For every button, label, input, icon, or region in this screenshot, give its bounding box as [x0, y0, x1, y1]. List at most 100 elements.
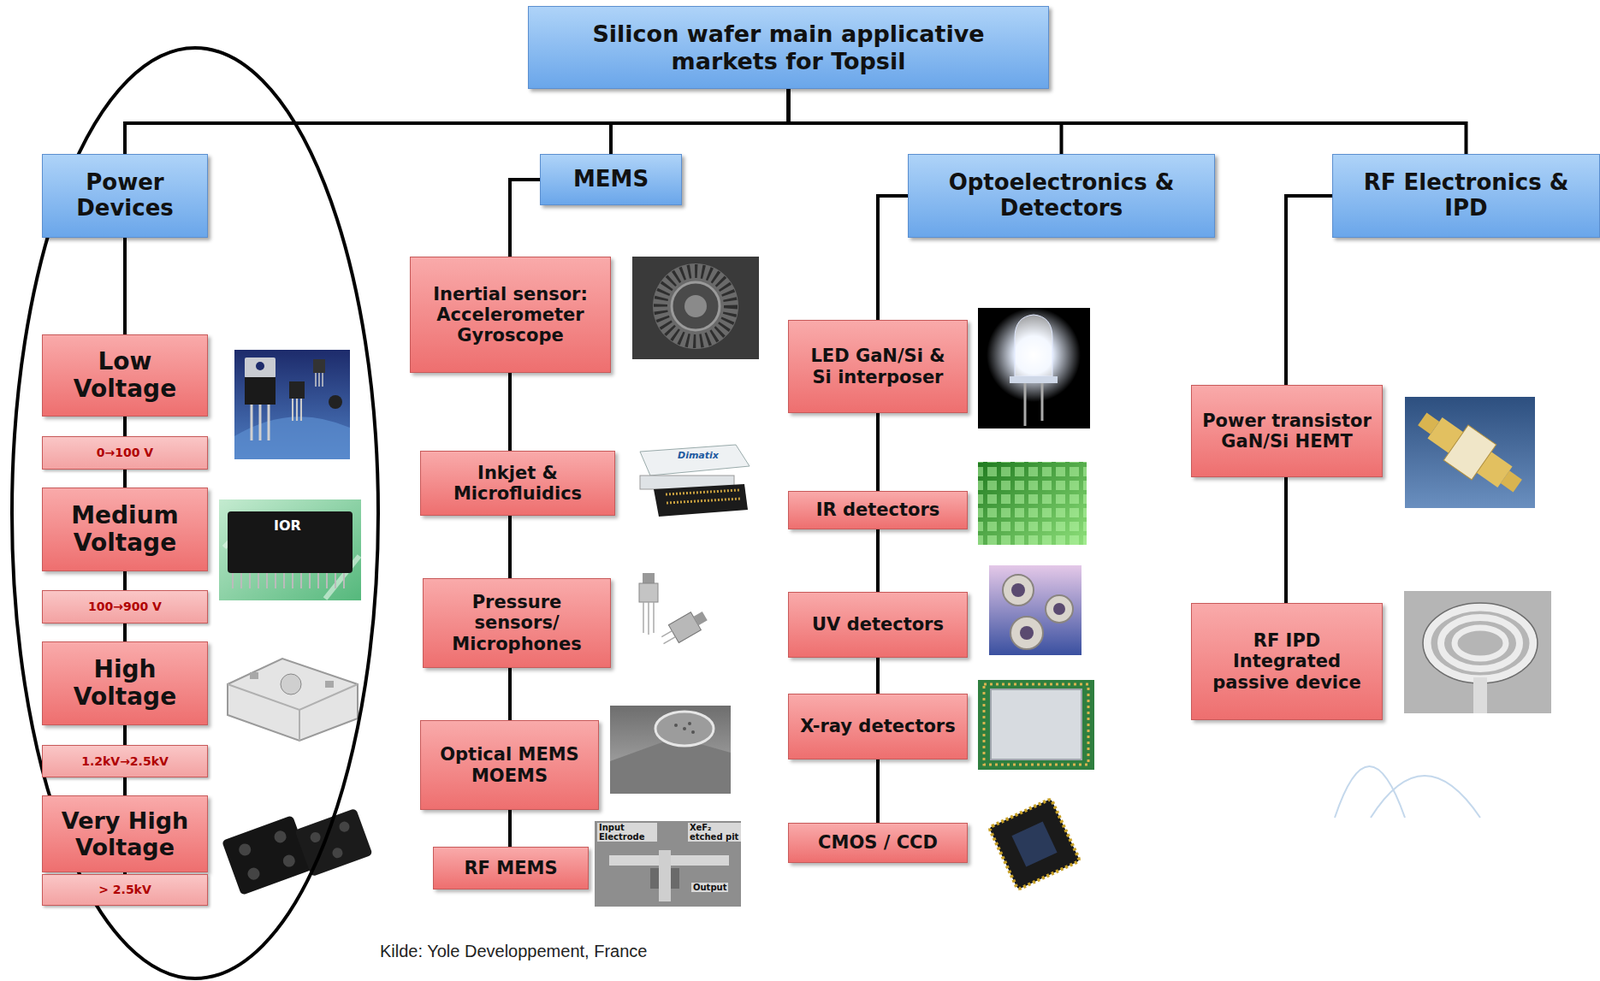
photo-label: Dimatix	[675, 450, 721, 462]
inertial-sensor-photo	[684, 295, 707, 318]
high-voltage-photo	[249, 672, 259, 680]
pressure-sensor-photo	[693, 611, 707, 626]
connector-line	[508, 810, 512, 848]
box-text: Inertial sensor: Accelerometer Gyroscope	[420, 284, 600, 346]
application-box: Inkjet & Microfluidics	[420, 450, 616, 516]
decorative-arcs	[1334, 766, 1405, 818]
high-voltage-photo	[227, 658, 358, 741]
uv-detector-photo	[1019, 626, 1034, 640]
high-voltage-photo	[325, 681, 334, 688]
box-text: IR detectors	[799, 499, 957, 521]
optical-mems-photo	[691, 730, 695, 735]
box-text: Power transistor GaN/Si HEMT	[1202, 410, 1372, 452]
box-text: MEMS	[552, 166, 670, 193]
source-caption: Kilde: Yole Developpement, France	[379, 942, 647, 962]
box-text: LED GaN/Si & Si interposer	[799, 345, 957, 387]
medium-voltage-photo	[232, 573, 344, 589]
very-high-voltage-photo	[221, 808, 374, 896]
low-voltage-photo	[244, 357, 276, 379]
pressure-sensor-photo	[639, 583, 658, 603]
optical-mems-photo	[682, 727, 687, 731]
application-box: LED GaN/Si & Si interposer	[788, 320, 968, 414]
integrated-passive-device-photo	[1404, 591, 1552, 714]
application-box: High Voltage	[41, 641, 208, 726]
application-box: Very High Voltage	[41, 795, 208, 873]
low-voltage-photo	[244, 377, 276, 405]
connector-line	[508, 515, 512, 579]
connector-line	[123, 469, 127, 488]
very-high-voltage-photo	[221, 815, 313, 896]
rf-mems-photo	[594, 821, 741, 907]
very-high-voltage-photo	[272, 829, 289, 845]
low-voltage-photo	[315, 373, 323, 387]
connector-line	[123, 725, 127, 746]
integrated-passive-device-photo	[1473, 677, 1488, 714]
rf-power-transistor-photo	[1417, 413, 1440, 435]
rf-mems-photo	[594, 821, 741, 907]
x-ray-detector-photo	[977, 680, 1095, 771]
box-text: Optoelectronics & Detectors	[920, 170, 1203, 222]
decorative-arcs	[1334, 766, 1481, 818]
rf-power-transistor-photo	[1427, 417, 1512, 488]
box-text: Low Voltage	[53, 348, 197, 403]
rf-power-transistor-photo	[1404, 397, 1535, 509]
application-box: RF MEMS	[432, 847, 589, 890]
voltage-range-box: 0→100 V	[41, 436, 208, 470]
low-voltage-photo	[292, 398, 302, 421]
low-voltage-photo	[234, 349, 350, 460]
inertial-sensor-photo	[671, 282, 720, 331]
box-text: Very High Voltage	[53, 807, 197, 861]
connector-line	[877, 195, 908, 320]
application-box: Power transistor GaN/Si HEMT	[1191, 385, 1383, 478]
led-photo	[1025, 383, 1043, 427]
box-text: RF IPD Integrated passive device	[1202, 630, 1372, 693]
connector-line	[508, 668, 512, 721]
application-box: RF IPD Integrated passive device	[1191, 603, 1383, 721]
connector-line	[1285, 195, 1333, 386]
photo-label: Input Electrode	[597, 823, 658, 842]
cmos-ccd-photo	[989, 799, 1080, 890]
box-text: Inkjet & Microfluidics	[431, 462, 605, 504]
connector-line	[610, 88, 789, 155]
optical-mems-photo	[674, 723, 678, 728]
cmos-ccd-photo	[989, 799, 1080, 890]
optical-mems-photo	[687, 722, 692, 726]
connector-line	[509, 179, 540, 257]
box-text: Medium Voltage	[53, 502, 197, 558]
medium-voltage-photo	[227, 511, 353, 574]
inkjet-photo	[665, 490, 741, 504]
led-photo	[1014, 314, 1053, 377]
rf-power-transistor-photo	[1443, 425, 1496, 480]
connector-line	[123, 237, 127, 335]
connector-line	[788, 88, 1467, 155]
very-high-voltage-photo	[281, 853, 297, 870]
integrated-passive-device-photo	[1454, 628, 1506, 659]
highlight-ellipse	[11, 47, 379, 979]
box-text: Power Devices	[54, 170, 196, 222]
box-text: > 2.5kV	[49, 882, 201, 897]
connector-line	[876, 759, 880, 824]
box-text: 100→900 V	[49, 599, 201, 614]
low-voltage-photo	[313, 359, 326, 374]
application-box: UV detectors	[788, 592, 968, 658]
application-box: Medium Voltage	[41, 487, 208, 572]
photo-label: IOR	[272, 518, 303, 534]
box-text: UV detectors	[799, 614, 957, 635]
application-box: Optical MEMS MOEMS	[420, 720, 599, 811]
rf-power-transistor-photo	[1500, 470, 1523, 492]
application-box: Low Voltage	[41, 334, 208, 417]
inkjet-photo	[629, 440, 757, 523]
integrated-passive-device-photo	[1427, 607, 1534, 680]
voltage-range-box: > 2.5kV	[41, 874, 208, 907]
very-high-voltage-photo	[308, 830, 322, 844]
category-box: Power Devices	[41, 154, 208, 238]
integrated-passive-device-photo	[1440, 617, 1520, 670]
connector-line	[1284, 477, 1288, 604]
rf-power-transistor-photo	[1404, 397, 1535, 509]
pressure-sensor-photo	[657, 607, 711, 651]
box-text: 1.2kV→2.5kV	[49, 754, 201, 769]
x-ray-detector-photo	[990, 689, 1082, 760]
pressure-sensor-photo	[639, 573, 711, 651]
box-text: X-ray detectors	[799, 716, 957, 737]
category-box: MEMS	[539, 154, 682, 206]
